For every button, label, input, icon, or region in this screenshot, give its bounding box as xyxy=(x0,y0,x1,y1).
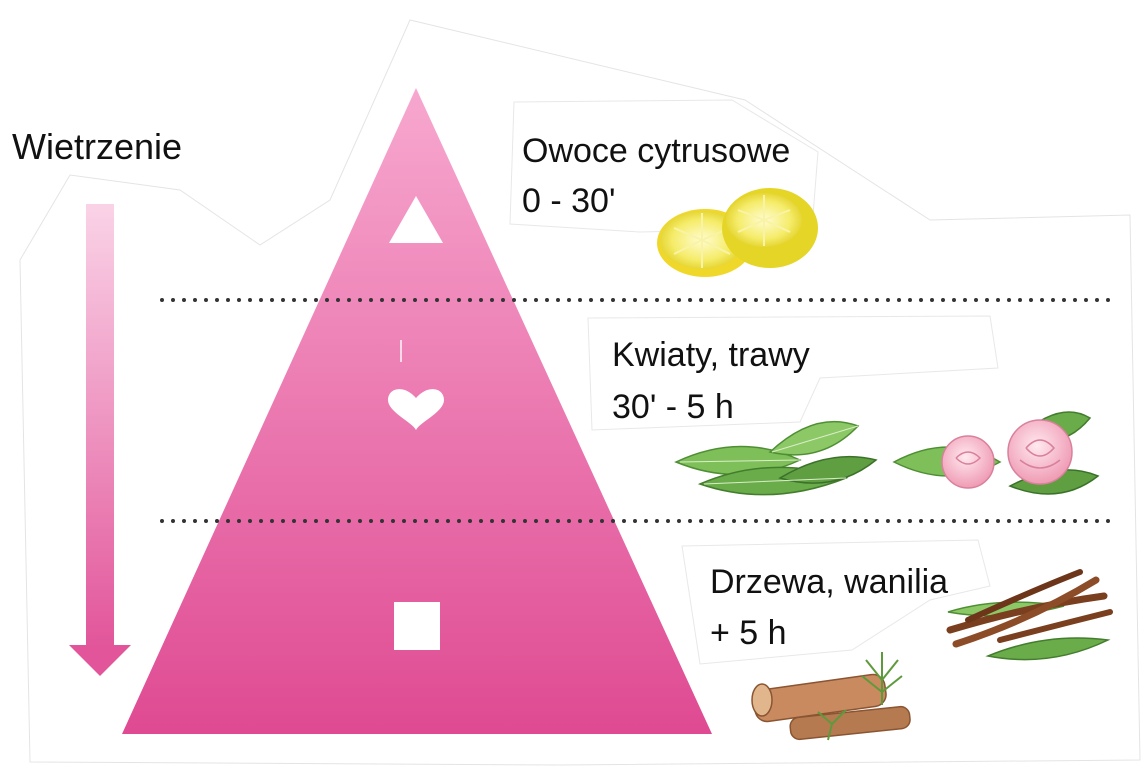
weathering-arrow xyxy=(69,204,131,676)
leaves-illustration xyxy=(676,422,876,495)
tier-2-time: 30' - 5 h xyxy=(612,390,734,424)
square-icon xyxy=(394,602,440,650)
tier-1-name: Owoce cytrusowe xyxy=(522,134,790,168)
roses-illustration xyxy=(894,412,1098,494)
tier-1-time: 0 - 30' xyxy=(522,184,615,218)
tier-2-name: Kwiaty, trawy xyxy=(612,338,810,372)
weathering-label: Wietrzenie xyxy=(12,129,182,165)
tier-3-name: Drzewa, wanilia xyxy=(710,565,948,599)
tier-3-time: + 5 h xyxy=(710,616,787,650)
pyramid-marker-line xyxy=(400,340,402,362)
